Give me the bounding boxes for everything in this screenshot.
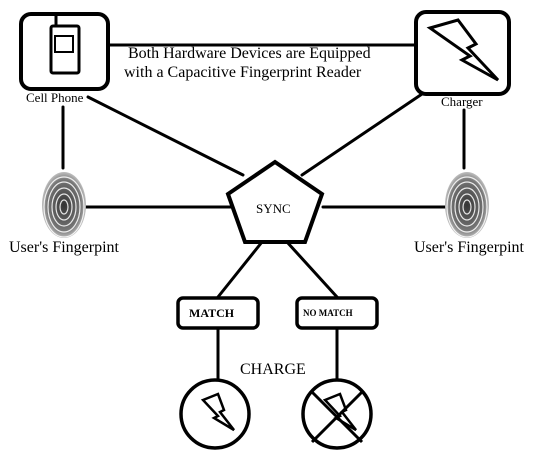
charge-label: CHARGE (240, 361, 306, 378)
header-line-2: with a Capacitive Fingerprint Reader (124, 64, 362, 81)
fingerprint-left-label: User's Fingerpint (9, 239, 119, 256)
fingerprint-icon (42, 172, 86, 238)
charger-label: Charger (441, 94, 483, 109)
connector-sync-nomatch (285, 240, 339, 299)
match-node (176, 296, 260, 330)
no-match-node (295, 296, 379, 330)
charge-node (179, 378, 251, 450)
lightning-bolt-icon (200, 392, 235, 432)
connector-sync-match (216, 240, 264, 299)
fingerprint-right (445, 172, 489, 238)
lightning-bolt-icon (426, 18, 500, 82)
no-charge-node (301, 378, 373, 450)
crossed-lightning-bolt-icon (310, 390, 364, 444)
charger-node (414, 10, 511, 96)
match-label: MATCH (189, 306, 235, 320)
fingerprint-left (42, 172, 86, 238)
cell-phone-label: Cell Phone (26, 90, 84, 105)
connector-charger-sync (300, 90, 427, 177)
cell-phone-node (19, 12, 110, 91)
fingerprint-icon (445, 172, 489, 238)
no-match-label: NO MATCH (303, 308, 353, 318)
sync-label: SYNC (256, 201, 291, 216)
sync-node (225, 159, 325, 244)
connector-lines (61, 43, 466, 390)
header-line-1: Both Hardware Devices are Equipped (128, 45, 371, 62)
cell-phone-icon (49, 16, 81, 75)
fingerprint-right-label: User's Fingerpint (414, 239, 524, 256)
connector-phone-sync (86, 95, 245, 177)
